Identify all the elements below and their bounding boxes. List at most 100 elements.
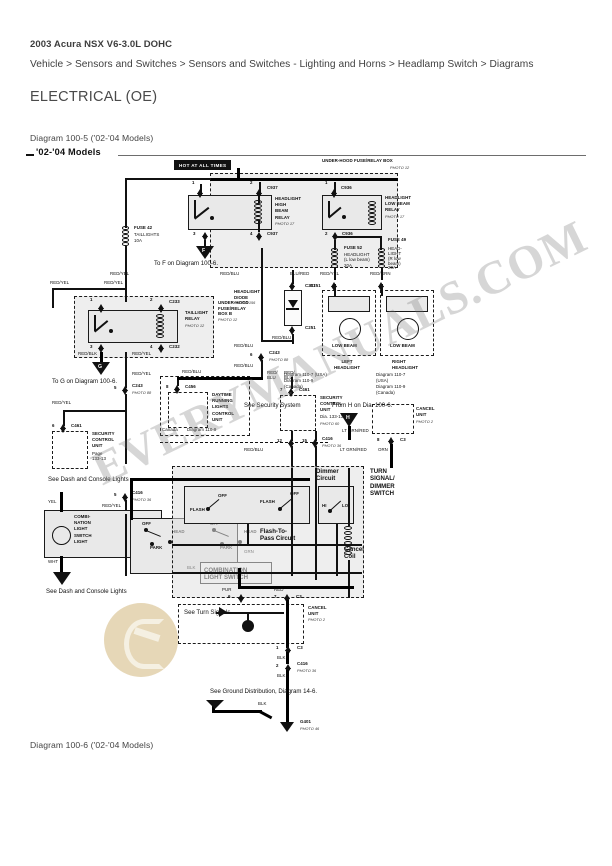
c243-left-down xyxy=(125,394,127,464)
c243-left-id: C243 xyxy=(132,383,143,388)
drl-control-unit-body xyxy=(168,392,208,428)
cancel-lower-arrow xyxy=(219,607,227,617)
note-dash-console-2: See Dash and Console Lights xyxy=(46,588,127,595)
scu-right-lead xyxy=(291,377,293,389)
scu-right-conn-id: C461 xyxy=(299,387,310,392)
cancel-lower-internal xyxy=(216,612,284,614)
c416-2-lead xyxy=(286,652,289,664)
wire-label-redyel-6: RED/YEL xyxy=(132,371,152,376)
scu-left-name: SECURITY CONTROL UNIT xyxy=(92,431,115,449)
high-beam-relay-name: HEADLIGHT HIGH BEAM RELAY xyxy=(275,196,302,220)
tr-conn-3 xyxy=(98,344,105,353)
wire-label-blk-3: BLK xyxy=(277,673,286,678)
hb-relay-coil xyxy=(254,200,262,226)
hb-conn-bottom-id: C937 xyxy=(267,231,278,236)
c416-15-lead xyxy=(315,431,317,441)
cancel-unit-lower-body xyxy=(178,604,304,644)
diode-conn-top xyxy=(289,282,296,291)
ftp-off-1: OFF xyxy=(218,493,227,498)
c416-5-down xyxy=(125,500,127,514)
figure-caption-bottom: Diagram 100-6 ('02-'04 Models) xyxy=(30,740,154,750)
document-header: 2003 Acura NSX V6-3.0L DOHC Vehicle > Se… xyxy=(30,38,578,105)
ftp-flash-2: FLASH xyxy=(260,499,275,504)
combination-switch-lamp xyxy=(52,526,71,545)
fuse-49-id: FUSE 49 xyxy=(388,237,407,242)
dimmer-hi: HI xyxy=(322,503,327,508)
f42-feed xyxy=(125,178,127,208)
title-dash xyxy=(26,154,34,156)
drl-dashed-region xyxy=(160,376,250,436)
wire-label-redyel-2: RED/YEL xyxy=(320,271,340,276)
wire-label-redyel-7: RED/YEL xyxy=(52,400,72,405)
cancel-unit-feed xyxy=(238,586,354,589)
wire-label-pur: PUR xyxy=(222,587,232,592)
scu-right-ref: Dia. 133-13 xyxy=(320,414,344,419)
h-down xyxy=(348,426,351,440)
diagram-model-title: '02-'04 Models xyxy=(36,147,101,157)
switch-bus-top xyxy=(130,478,310,481)
cancel-unit-upper-photo: PHOTO 2 xyxy=(416,419,434,424)
c416-5-id: C416 xyxy=(132,490,143,495)
cancel-coil-down xyxy=(348,560,350,598)
left-headlight-beam-label: LOW BEAM xyxy=(332,343,357,348)
box-b-title: UNDER-HOOD FUSE/RELAY BOX B xyxy=(218,300,249,317)
cancel-lower-pin1: 1 xyxy=(276,645,279,650)
right-headlight-bulb-body xyxy=(386,296,428,312)
blured-trunk xyxy=(261,248,263,340)
ground-branch xyxy=(212,710,262,713)
cancel-coil-element xyxy=(344,526,352,560)
low-beam-relay-name: HEADLIGHT LOW BEAM RELAY xyxy=(385,195,412,213)
redyel-left xyxy=(52,288,126,290)
right-headlight-title: RIGHT HEADLIGHT xyxy=(392,359,419,370)
hb-coil-bot xyxy=(258,220,260,232)
tr-conn-4 xyxy=(158,344,165,353)
tr-conn-top-id: C233 xyxy=(169,299,180,304)
drl-conn-id: C456 xyxy=(185,384,196,389)
c243-pin: 6 xyxy=(250,352,253,357)
security-unit-left-body xyxy=(52,431,88,469)
taillight-relay-name: TAILLIGHT RELAY xyxy=(185,310,209,322)
diode-lead-bottom xyxy=(292,334,294,344)
hot-at-all-times-label: HOT AT ALL TIMES xyxy=(174,160,232,170)
scu-right-down xyxy=(291,431,293,441)
cancel-lower-trunk xyxy=(286,600,289,648)
wire-label-redblu-1: RED/BLU xyxy=(220,271,240,276)
hot-bus xyxy=(210,178,398,181)
note-see-security: See Security System xyxy=(244,402,301,409)
pin12-label: 12 xyxy=(277,438,282,443)
drl-note-canada: Canada xyxy=(162,427,178,432)
scu-right-down2 xyxy=(291,446,293,468)
wiring-diagram-100-5: '02-'04 Models HOT AT ALL TIMES UNDER-HO… xyxy=(22,147,595,732)
note-dash-console-1: See Dash and Console Lights xyxy=(48,476,129,483)
figure-caption-top: Diagram 100-5 ('02-'04 Models) xyxy=(30,133,154,143)
hb-conn-4 xyxy=(256,232,263,241)
ftp-pivot-2 xyxy=(278,507,282,511)
tr-pin3-lead xyxy=(100,352,103,364)
c416-15-photo: PHOTO 36 xyxy=(322,443,342,448)
fuse-49-desc: HEAD- LIGHT (R low beam) xyxy=(388,246,402,266)
scu-right-photo: PHOTO 60 xyxy=(320,421,340,426)
tr-arm-pivot xyxy=(94,315,96,331)
c243-left-photo: PHOTO 88 xyxy=(132,390,152,395)
scu-trunk xyxy=(291,468,293,576)
wire-label-ltgrnred-1: LT GRN/RED xyxy=(342,428,369,433)
right-headlight-lamp-circle xyxy=(397,318,419,340)
diode-symbol xyxy=(288,300,298,308)
hb-conn-top-id: C937 xyxy=(267,185,278,190)
title-rule xyxy=(118,155,586,156)
fuse-49-element xyxy=(378,248,385,270)
wire-label-redyel-1: RED/YEL xyxy=(110,271,130,276)
turn-signal-dimmer-switch-label: TURN SIGNAL/ DIMMER SWITCH xyxy=(370,468,395,498)
drl-lead xyxy=(177,376,179,386)
c416-5-conn xyxy=(122,493,129,502)
tr-conn-1 xyxy=(98,304,105,313)
lb-conn-1 xyxy=(331,189,338,198)
marker-f-triangle xyxy=(196,246,214,259)
left-trunk-down xyxy=(125,514,127,576)
hb-coil-top xyxy=(258,195,260,203)
hb-contact xyxy=(210,216,214,220)
f42-lead-top xyxy=(125,206,127,228)
hb-pin3-lead xyxy=(204,240,206,248)
wire-label-redblu-3: RED/BLU xyxy=(234,343,254,348)
c243-down xyxy=(261,360,263,378)
